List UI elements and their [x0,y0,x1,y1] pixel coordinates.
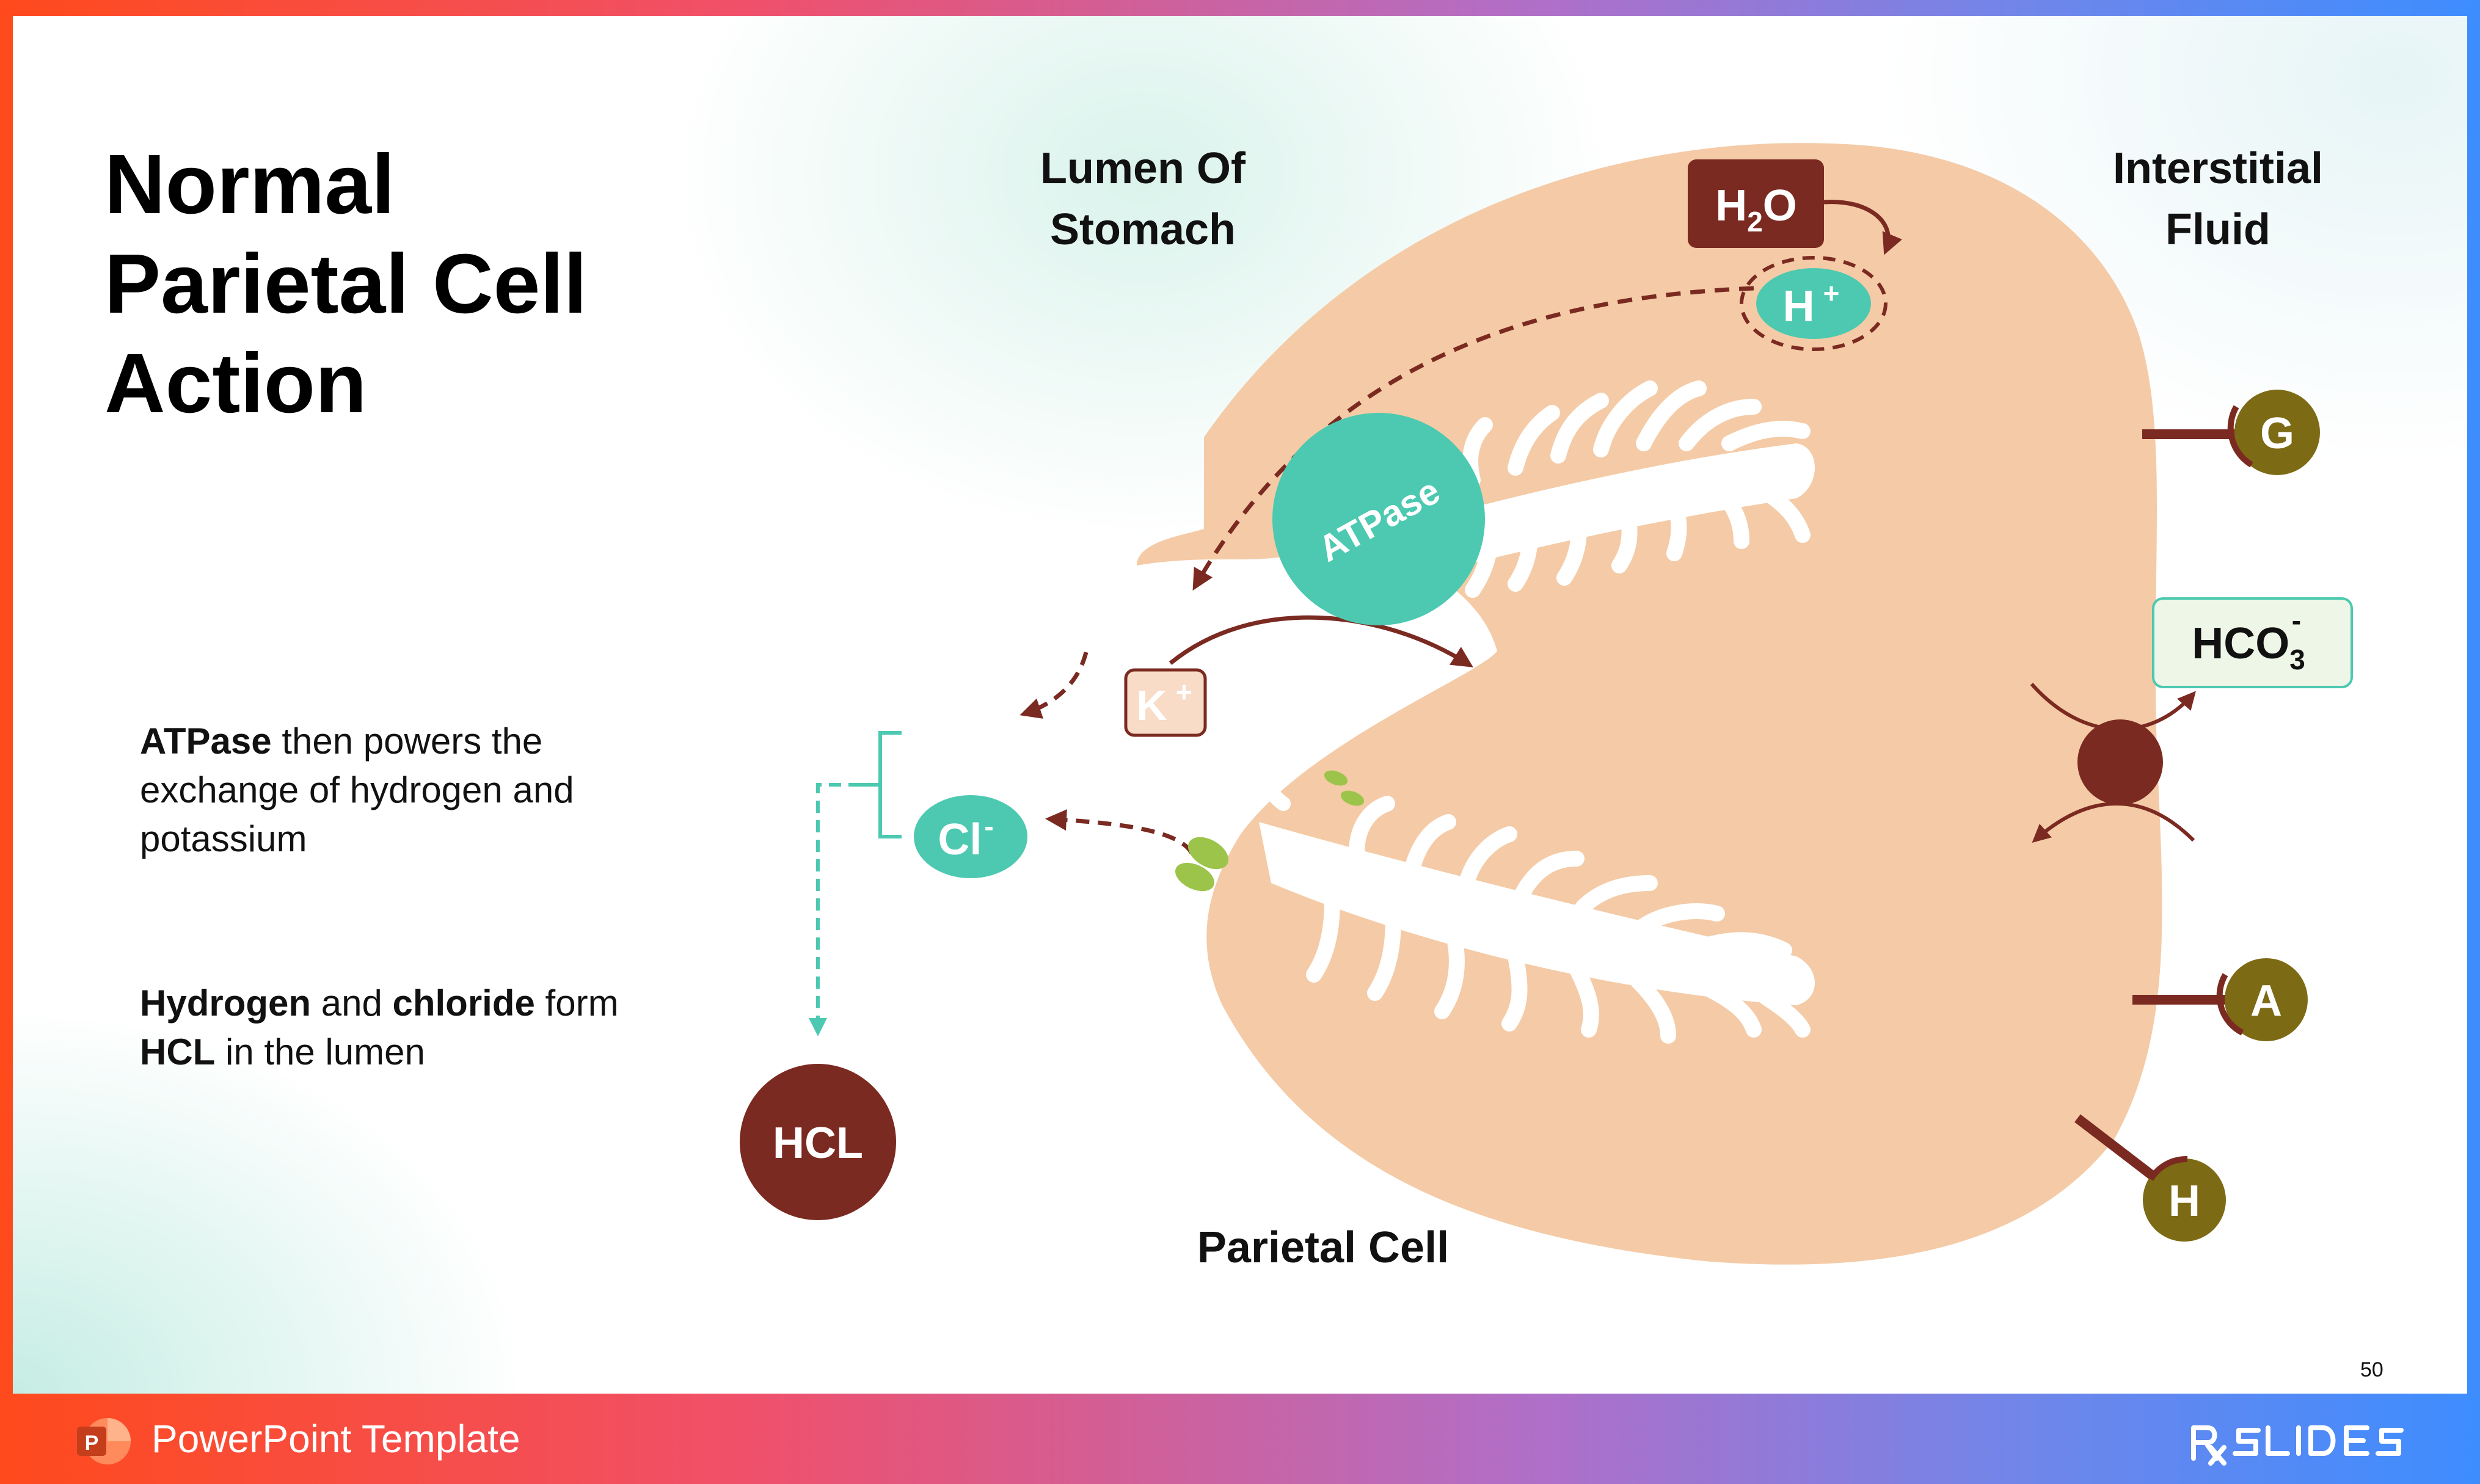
lower-canaliculus [1259,796,1815,1044]
histamine-receptor-label: H [2168,1177,2200,1226]
k-plus-box [1124,668,1207,737]
lumen-label-line-2: Stomach [1049,205,1236,254]
chloride-channel-small [1340,790,1365,806]
atpase-pump [1272,413,1485,625]
title-line-2: Parietal Cell [104,237,588,331]
slide-title: Normal Parietal Cell Action [104,135,587,434]
h-plus-to-lumen-arrow [1192,286,1754,591]
title-line-1: Normal [104,137,395,231]
bicarbonate-exchanger [2077,719,2163,805]
k-plus-label: K+ [1136,676,1192,729]
lumen-label: Lumen Of Stomach [990,138,1296,260]
chloride-term: chloride [392,983,535,1024]
acetylcholine-receptor [2225,958,2308,1041]
hcl-label: HCL [773,1119,863,1168]
powerpoint-icon: P [77,1418,131,1464]
h-plus-label: H+ [1783,277,1840,331]
hcl-formation-bracket [861,731,902,838]
potassium-exchange-arrow [1169,615,1473,667]
chloride-exit-arrow [1045,809,1194,854]
h-plus-dashed-ring [1740,256,1887,351]
template-label: PowerPoint Template [151,1417,520,1461]
h2o-box [1688,159,1824,248]
chloride-channel [1175,862,1214,892]
chloride-ion [914,795,1027,878]
interstitial-label-line-1: Interstitial [2112,144,2324,193]
lumen-label-line-1: Lumen Of [1040,144,1245,193]
rxslides-logo [2191,1425,2404,1466]
chloride-label: Cl- [938,810,993,864]
hcl-description: Hydrogen and chloride form HCL in the lu… [140,979,690,1077]
acetylcholine-receptor-label: A [2250,977,2282,1025]
slide: Normal Parietal Cell Action ATPase then … [13,16,2467,1394]
atpase-description: ATPase then powers the exchange of hydro… [140,717,690,864]
page-number: 50 [2360,1358,2383,1381]
atpase-description-text: then powers the exchange of hydrogen and… [140,721,574,859]
chloride-channel [1187,837,1229,870]
lumen-opening [1253,595,1297,811]
svg-text:P: P [85,1431,99,1455]
lumen-dashed-arrow [1019,652,1089,719]
interstitial-label-line-2: Fluid [2165,205,2270,254]
h-plus-ion [1756,268,1871,339]
chloride-channel-small [1324,770,1348,786]
gastrin-receptor [2234,390,2320,475]
acetylcholine-receptor-cup [2216,973,2244,1036]
chloride-in-arrow [2032,802,2195,843]
parietal-cell-label: Parietal Cell [1197,1223,1450,1272]
hcl-text-1: and [311,983,393,1024]
histamine-receptor-cup [2148,1155,2188,1181]
h2o-to-h-arrow [1823,200,1902,255]
hcl-term: HCL [140,1031,216,1072]
gastrin-receptor-label: G [2260,409,2294,458]
hcl-text-2: form [534,983,619,1024]
parietal-cell-body [1137,143,2162,1265]
bicarbonate-box [2152,597,2353,688]
title-line-3: Action [104,336,367,431]
histamine-receptor [2143,1158,2226,1242]
footer-bar: P PowerPoint Template [0,1394,2480,1484]
bicarbonate-label: HCO3- [2192,605,2305,675]
h2o-label: H2O [1715,181,1797,238]
interstitial-label: Interstitial Fluid [2053,138,2383,260]
bicarbonate-out-arrow [2030,683,2196,732]
atpase-term: ATPase [140,721,272,762]
hydrogen-term: Hydrogen [140,983,312,1024]
hcl-formation-arrow [809,783,861,1036]
hcl-text-3: in the lumen [215,1031,425,1072]
gastrin-receptor-cup [2227,405,2253,468]
parietal-cell-diagram: H2O H+ K+ ATPase Cl- HCL HCO3- G A H [740,143,2353,1265]
hcl-molecule [740,1064,896,1220]
